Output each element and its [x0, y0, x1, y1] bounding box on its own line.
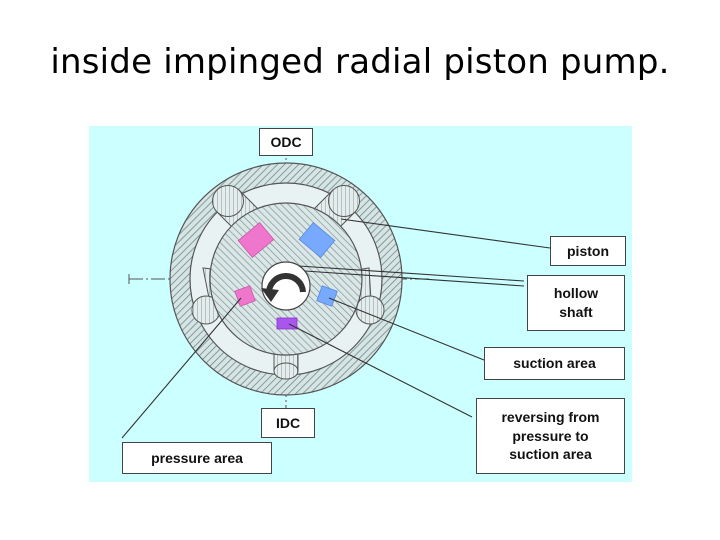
piston-head-upper-left: [212, 185, 244, 217]
reversing-label: reversing from pressure to suction area: [476, 398, 625, 474]
piston-head-upper-right: [328, 185, 360, 217]
reversing-port: [276, 317, 298, 330]
pump-drawing: [121, 141, 551, 439]
slide-title: inside impinged radial piston pump.: [50, 42, 670, 82]
pressure-chamber-upper: [237, 222, 275, 258]
leader-pressure-area: [121, 297, 242, 439]
leader-hollow-shaft-2: [298, 265, 525, 282]
hollow-shaft: [261, 261, 311, 311]
leader-lines: [121, 218, 551, 439]
pressure-port: [234, 285, 256, 307]
pressure-area-label: pressure area: [122, 442, 272, 474]
leader-reversing: [288, 323, 473, 418]
rotation-arrow-icon: [265, 273, 306, 295]
suction-port: [316, 285, 338, 307]
pump-diagram: ODC IDC piston hollow shaft suction area…: [89, 126, 632, 482]
odc-label: ODC: [259, 128, 313, 156]
rotation-arrowhead: [261, 288, 279, 302]
leader-suction-area: [328, 297, 485, 361]
suction-area-label: suction area: [484, 347, 625, 380]
suction-chamber-upper: [298, 222, 336, 258]
leader-piston: [340, 218, 551, 249]
piston-head-bottom: [273, 362, 299, 380]
leader-hollow-shaft: [304, 270, 525, 287]
piston-label: piston: [550, 236, 626, 266]
idc-label: IDC: [261, 408, 315, 438]
hollow-shaft-label: hollow shaft: [527, 275, 625, 331]
